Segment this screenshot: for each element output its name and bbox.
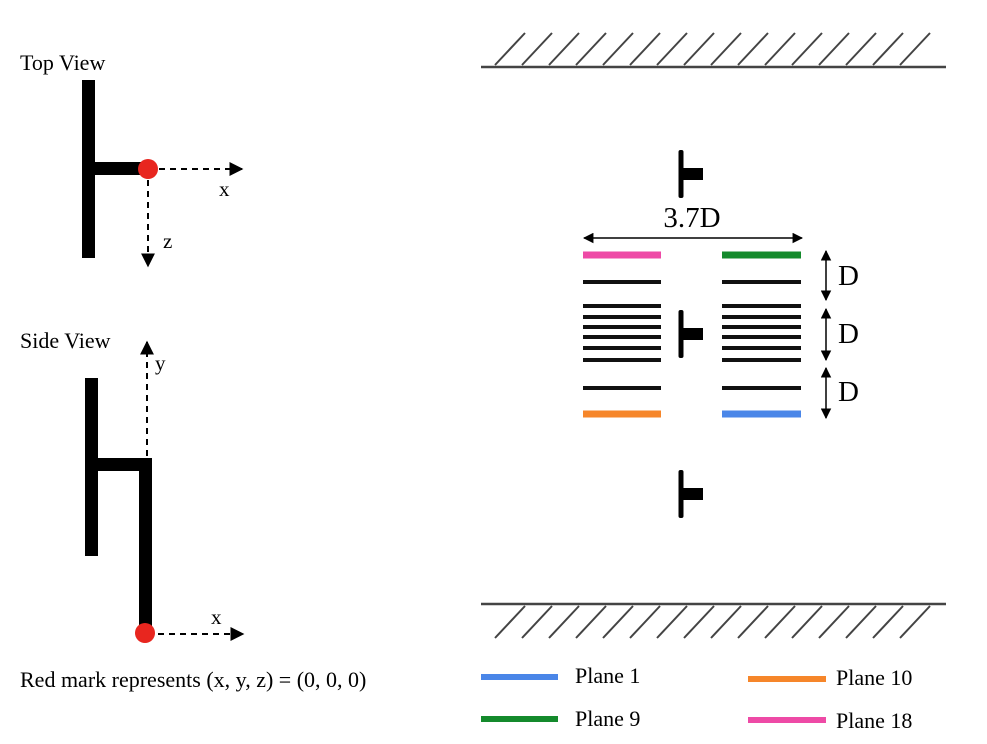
hatch-mark — [845, 605, 877, 639]
legend-item-plane-18: Plane 18 — [748, 708, 912, 733]
legend-label-plane-10: Plane 10 — [836, 665, 912, 690]
spacing-label-3: D — [838, 376, 859, 408]
side-view-title: Side View — [20, 328, 111, 353]
hatch-mark — [683, 605, 715, 639]
origin-note: Red mark represents (x, y, z) = (0, 0, 0… — [20, 667, 366, 692]
origin-marker-icon — [135, 623, 155, 643]
hatch-mark — [521, 605, 553, 639]
hatch-mark — [656, 605, 688, 639]
top-view-z-label: z — [163, 229, 172, 253]
hatch-mark — [872, 32, 904, 66]
hatch-mark — [656, 32, 688, 66]
hatch-mark — [629, 32, 661, 66]
side-view-tower — [139, 470, 152, 633]
hatch-mark — [737, 32, 769, 66]
side-view-y-label: y — [155, 351, 166, 375]
turbine-icon — [678, 470, 703, 518]
legend: Plane 1 Plane 10 Plane 9 Plane 18 — [481, 663, 912, 733]
hatch-mark — [764, 32, 796, 66]
turbine-icon — [678, 150, 703, 198]
hatch-mark — [872, 605, 904, 639]
legend-label-plane-1: Plane 1 — [575, 663, 640, 688]
hatch-mark — [899, 32, 931, 66]
top-view-title: Top View — [20, 50, 105, 75]
hatch-mark — [494, 605, 526, 639]
hatch-mark — [764, 605, 796, 639]
top-view: Top View x z — [20, 50, 244, 268]
origin-marker-icon — [138, 159, 158, 179]
legend-item-plane-1: Plane 1 — [481, 663, 640, 688]
top-view-hub — [94, 162, 146, 175]
hatch-mark — [845, 32, 877, 66]
hatch-mark — [818, 605, 850, 639]
side-view-hub — [97, 458, 152, 471]
hatch-mark — [710, 32, 742, 66]
hatch-mark — [575, 605, 607, 639]
hatch-mark — [791, 32, 823, 66]
side-view: Side View y x — [20, 328, 245, 643]
legend-label-plane-9: Plane 9 — [575, 706, 640, 731]
legend-item-plane-10: Plane 10 — [748, 665, 912, 690]
hatch-mark — [521, 32, 553, 66]
spacing-label-2: D — [838, 318, 859, 350]
turbine-icon — [678, 310, 703, 358]
width-dimension-label: 3.7D — [663, 202, 720, 234]
hatch-mark — [548, 32, 580, 66]
hatch-mark — [602, 605, 634, 639]
hatch-mark — [575, 32, 607, 66]
hatch-mark — [683, 32, 715, 66]
wall-hatch-icon — [494, 605, 931, 639]
hatch-mark — [791, 605, 823, 639]
hatch-mark — [602, 32, 634, 66]
side-view-x-label: x — [211, 605, 222, 629]
top-wall — [481, 32, 946, 69]
hatch-mark — [494, 32, 526, 66]
top-view-blade — [82, 80, 95, 258]
side-view-blade — [85, 378, 98, 556]
wall-hatch-icon — [494, 32, 931, 66]
hatch-mark — [899, 605, 931, 639]
top-view-x-label: x — [219, 177, 230, 201]
hatch-mark — [737, 605, 769, 639]
legend-label-plane-18: Plane 18 — [836, 708, 912, 733]
spacing-label-1: D — [838, 260, 859, 292]
hatch-mark — [548, 605, 580, 639]
hatch-mark — [710, 605, 742, 639]
hatch-mark — [818, 32, 850, 66]
hatch-mark — [629, 605, 661, 639]
measurement-planes — [583, 251, 801, 418]
legend-item-plane-9: Plane 9 — [481, 706, 640, 731]
bottom-wall — [481, 602, 946, 639]
